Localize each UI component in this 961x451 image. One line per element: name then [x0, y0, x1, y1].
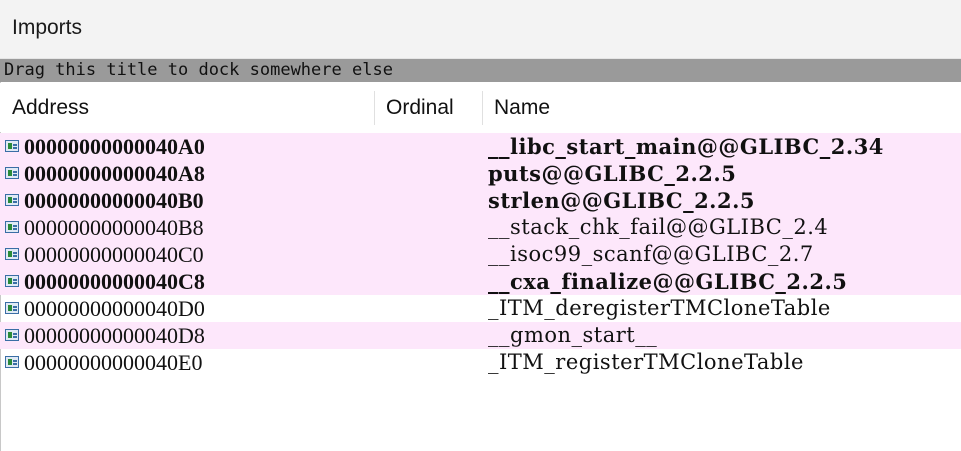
name-cell: _ITM_registerTMCloneTable	[488, 350, 804, 374]
name-cell: strlen@@GLIBC_2.2.5	[488, 188, 756, 213]
table-row[interactable]: 00000000000040A0 __libc_start_main@@GLIBC…	[0, 133, 961, 160]
import-entry-icon	[5, 167, 19, 179]
column-header-address[interactable]: Address	[12, 96, 90, 119]
name-cell: puts@@GLIBC_2.2.5	[488, 161, 737, 186]
table-row[interactable]: 00000000000040D0 _ITM_deregisterTMCloneTa…	[0, 295, 961, 322]
panel-title: Imports	[12, 16, 83, 39]
column-header-ordinal[interactable]: Ordinal	[386, 96, 454, 119]
name-cell: __cxa_finalize@@GLIBC_2.2.5	[488, 269, 848, 294]
dock-hint-text: Drag this title to dock somewhere else	[4, 60, 393, 80]
address-cell: 00000000000040D8	[24, 323, 205, 348]
import-entry-icon	[5, 221, 19, 233]
column-divider[interactable]	[374, 91, 375, 125]
address-cell: 00000000000040B8	[24, 215, 204, 240]
address-cell: 00000000000040A0	[24, 134, 205, 159]
address-cell: 00000000000040B0	[24, 188, 204, 213]
address-cell: 00000000000040E0	[24, 350, 203, 375]
table-row[interactable]: 00000000000040D8 __gmon_start__	[0, 322, 961, 349]
import-entry-icon	[5, 356, 19, 368]
panel-title-bar[interactable]: Imports	[0, 0, 961, 59]
table-header: Address Ordinal Name	[0, 83, 961, 132]
address-cell: 00000000000040C0	[24, 242, 204, 267]
table-row[interactable]: 00000000000040C8 __cxa_finalize@@GLIBC_2.…	[0, 268, 961, 295]
address-cell: 00000000000040C8	[24, 269, 205, 294]
table-row[interactable]: 00000000000040E0 _ITM_registerTMCloneTabl…	[0, 349, 961, 376]
name-cell: __isoc99_scanf@@GLIBC_2.7	[488, 242, 814, 266]
dock-drag-bar[interactable]: Drag this title to dock somewhere else	[0, 59, 961, 82]
table-row[interactable]: 00000000000040B0 strlen@@GLIBC_2.2.5	[0, 187, 961, 214]
column-divider[interactable]	[482, 91, 483, 125]
column-header-name[interactable]: Name	[494, 96, 551, 119]
address-cell: 00000000000040D0	[24, 296, 205, 321]
table-row[interactable]: 00000000000040C0 __isoc99_scanf@@GLIBC_2.…	[0, 241, 961, 268]
import-entry-icon	[5, 329, 19, 341]
table-row[interactable]: 00000000000040B8 __stack_chk_fail@@GLIBC_…	[0, 214, 961, 241]
table-row[interactable]: 00000000000040A8 puts@@GLIBC_2.2.5	[0, 160, 961, 187]
imports-table-body: 00000000000040A0 __libc_start_main@@GLIBC…	[0, 133, 961, 376]
import-entry-icon	[5, 194, 19, 206]
import-entry-icon	[5, 140, 19, 152]
name-cell: __gmon_start__	[488, 323, 658, 347]
address-cell: 00000000000040A8	[24, 161, 205, 186]
name-cell: __stack_chk_fail@@GLIBC_2.4	[488, 215, 829, 239]
import-entry-icon	[5, 248, 19, 260]
name-cell: _ITM_deregisterTMCloneTable	[488, 296, 831, 320]
import-entry-icon	[5, 275, 19, 287]
import-entry-icon	[5, 302, 19, 314]
name-cell: __libc_start_main@@GLIBC_2.34	[488, 134, 884, 159]
